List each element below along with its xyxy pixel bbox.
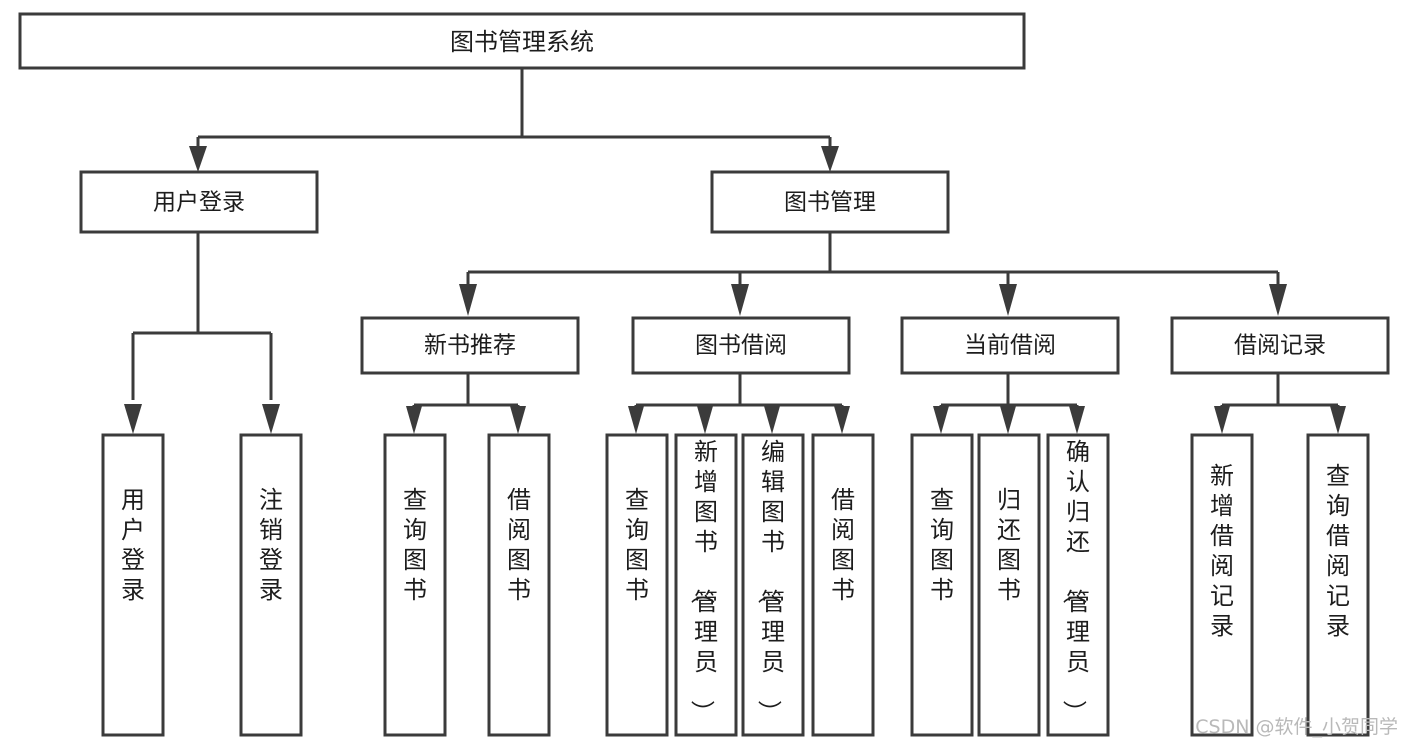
node-leaf-query-record-label: 查询借阅记录	[1326, 462, 1350, 640]
connector-book-management-to-level3	[459, 232, 1287, 316]
node-book-management-label: 图书管理	[784, 190, 876, 216]
node-current-borrow-label: 当前借阅	[964, 333, 1056, 359]
node-leaf-user-login[interactable]: 用户登录	[101, 433, 165, 737]
node-book-borrow-label: 图书借阅	[695, 333, 787, 359]
node-current-borrow[interactable]: 当前借阅	[900, 316, 1120, 375]
node-leaf-query-book-2[interactable]: 查询图书	[605, 433, 669, 737]
node-leaf-query-book-1[interactable]: 查询图书	[383, 433, 447, 737]
arrow-head-icon	[1269, 284, 1287, 316]
node-leaf-query-book-2-label: 查询图书	[625, 486, 649, 604]
arrow-head-icon	[189, 146, 207, 172]
arrow-head-icon	[731, 284, 749, 316]
connector-book-borrow-to-leaves	[628, 373, 850, 434]
node-leaf-query-book-1-label: 查询图书	[403, 486, 427, 604]
node-leaf-edit-book[interactable]: 编辑图书（管理员）	[741, 433, 805, 737]
arrow-head-icon	[406, 406, 422, 434]
node-leaf-user-login-label: 用户登录	[121, 486, 145, 604]
arrow-head-icon	[510, 406, 526, 434]
node-leaf-add-book[interactable]: 新增图书（管理员）	[674, 433, 738, 737]
node-book-management[interactable]: 图书管理	[710, 170, 950, 234]
arrow-head-icon	[1069, 406, 1085, 434]
node-leaf-logout-login[interactable]: 注销登录	[239, 433, 303, 737]
connector-root-to-level2	[189, 68, 839, 172]
node-borrow-record-label: 借阅记录	[1234, 333, 1326, 359]
arrow-head-icon	[764, 406, 780, 434]
node-leaf-borrow-book-2-label: 借阅图书	[831, 486, 855, 604]
node-leaf-return-book-label: 归还图书	[997, 486, 1021, 604]
node-leaf-borrow-book-1[interactable]: 借阅图书	[487, 433, 551, 737]
node-user-login-label: 用户登录	[153, 190, 245, 216]
node-root[interactable]: 图书管理系统	[18, 12, 1026, 70]
arrow-head-icon	[1214, 406, 1230, 434]
connector-new-book-recommend-to-leaves	[406, 373, 526, 434]
arrow-head-icon	[1330, 406, 1346, 434]
node-book-borrow[interactable]: 图书借阅	[631, 316, 851, 375]
node-leaf-add-book-label: 新增图书（管理员）	[688, 438, 718, 724]
connector-borrow-record-to-leaves	[1214, 373, 1346, 434]
node-leaf-edit-book-label: 编辑图书（管理员）	[755, 438, 785, 724]
arrow-head-icon	[999, 284, 1017, 316]
node-leaf-add-record-label: 新增借阅记录	[1210, 462, 1234, 640]
arrow-head-icon	[459, 284, 477, 316]
arrow-head-icon	[628, 406, 644, 434]
node-leaf-confirm-return[interactable]: 确认归还（管理员）	[1046, 433, 1110, 737]
node-user-login[interactable]: 用户登录	[79, 170, 319, 234]
node-leaf-return-book[interactable]: 归还图书	[977, 433, 1041, 737]
node-new-book-recommend[interactable]: 新书推荐	[360, 316, 580, 375]
node-leaf-query-book-3-label: 查询图书	[930, 486, 954, 604]
node-new-book-recommend-label: 新书推荐	[424, 333, 516, 359]
node-root-label: 图书管理系统	[450, 28, 594, 56]
watermark-text: CSDN @软件_小贺同学	[1195, 716, 1398, 738]
node-leaf-logout-login-label: 注销登录	[259, 486, 283, 604]
node-leaf-confirm-return-label: 确认归还（管理员）	[1060, 438, 1090, 724]
connector-current-borrow-to-leaves	[933, 373, 1085, 434]
arrow-head-icon	[124, 404, 142, 434]
arrow-head-icon	[834, 406, 850, 434]
node-leaf-query-book-3[interactable]: 查询图书	[910, 433, 974, 737]
connector-layer	[124, 68, 1346, 434]
node-leaf-borrow-book-1-label: 借阅图书	[507, 486, 531, 604]
arrow-head-icon	[821, 146, 839, 172]
arrow-head-icon	[697, 406, 713, 434]
node-leaf-add-record[interactable]: 新增借阅记录	[1190, 433, 1254, 737]
node-leaf-query-record[interactable]: 查询借阅记录	[1306, 433, 1370, 737]
arrow-head-icon	[933, 406, 949, 434]
arrow-head-icon	[262, 404, 280, 434]
node-leaf-borrow-book-2[interactable]: 借阅图书	[811, 433, 875, 737]
arrow-head-icon	[1000, 406, 1016, 434]
connector-user-login-to-leaves	[124, 232, 280, 434]
node-borrow-record[interactable]: 借阅记录	[1170, 316, 1390, 375]
